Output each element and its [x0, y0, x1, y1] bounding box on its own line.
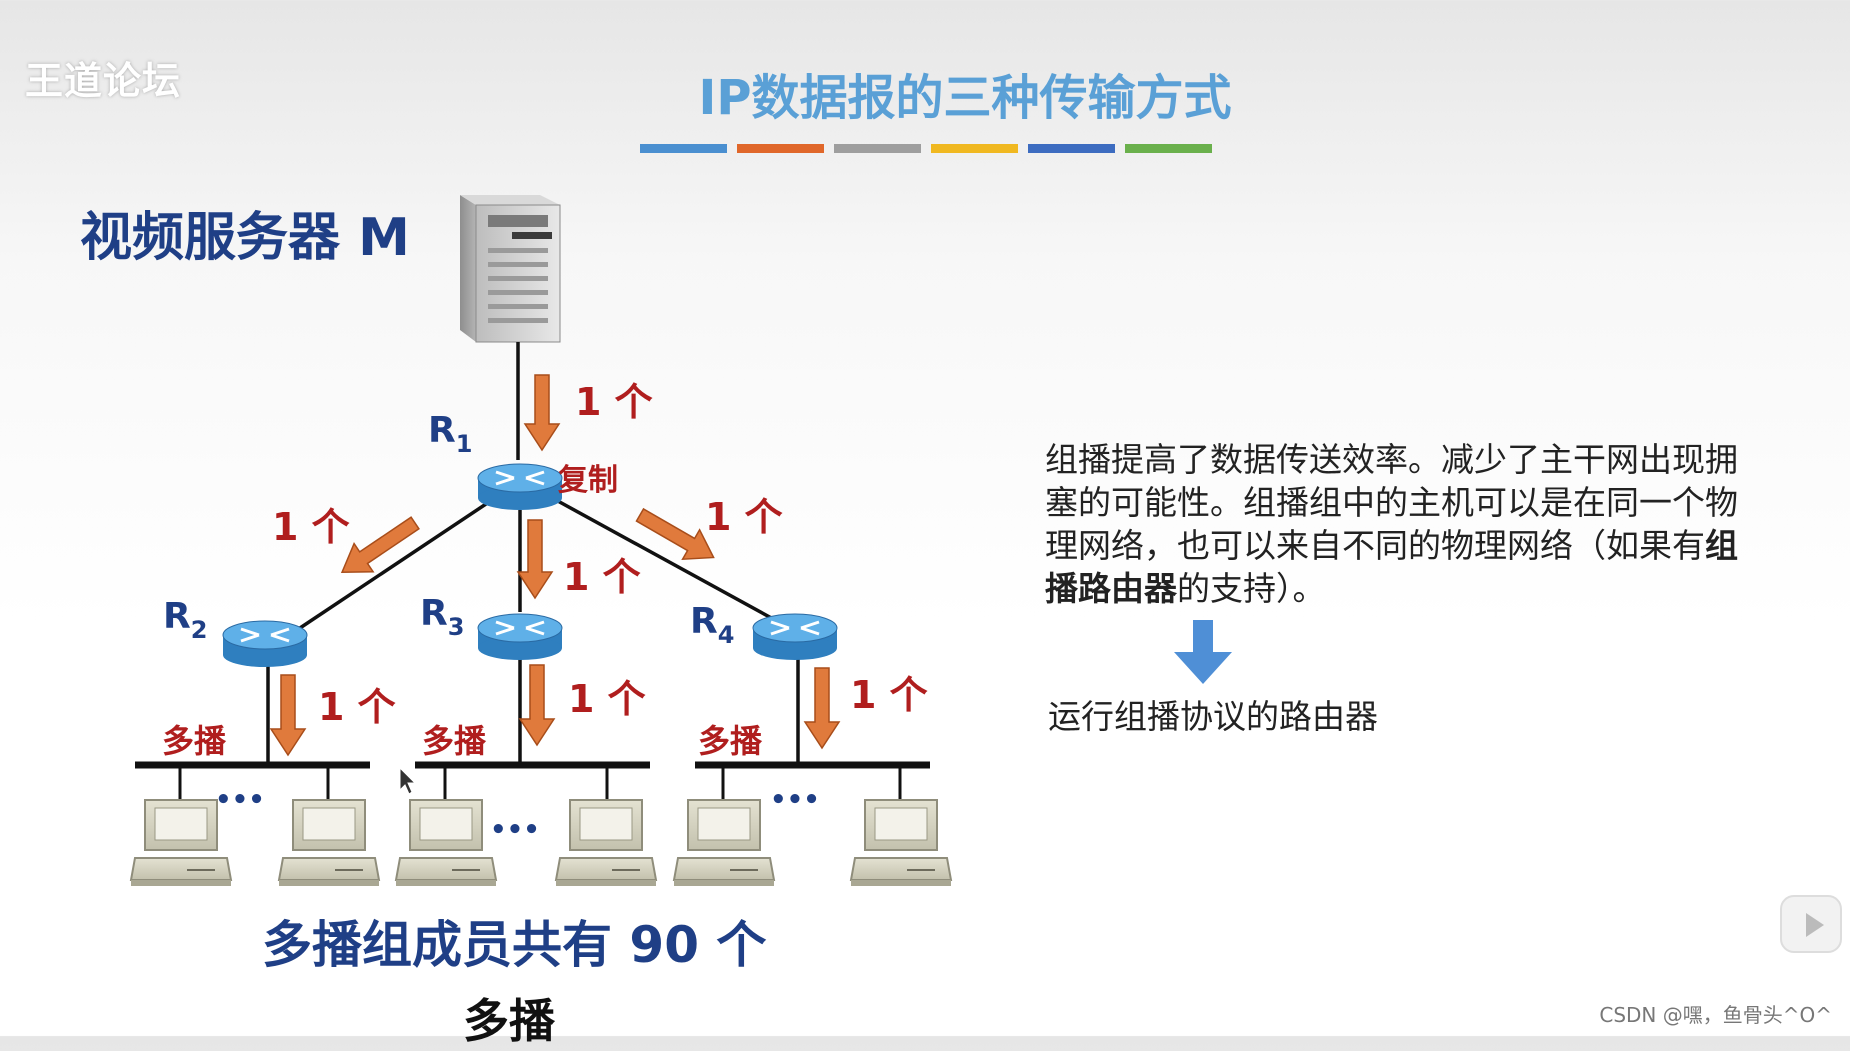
- count-label: 1 个: [850, 673, 928, 717]
- down-arrow-icon: [1174, 620, 1232, 684]
- ellipsis-dots: •••: [215, 785, 265, 815]
- multicast-label: 多播: [422, 722, 487, 760]
- arrow-icon: [635, 507, 715, 561]
- lan-segments: ••• ••• •••: [129, 761, 953, 886]
- server-label: 视频服务器 M: [80, 208, 410, 268]
- color-bar-segment: [1125, 144, 1212, 153]
- server-icon: [460, 195, 561, 343]
- router-label: R1: [428, 410, 472, 458]
- watermark: 王道论坛: [25, 59, 182, 103]
- multicast-label: 多播: [162, 722, 227, 760]
- flow-arrows: [269, 374, 841, 757]
- arrow-icon: [803, 667, 841, 750]
- router-protocol-label: 运行组播协议的路由器: [1048, 697, 1378, 736]
- computer-icon: [277, 799, 381, 886]
- routers: [222, 463, 838, 667]
- router-icon: [752, 613, 838, 660]
- subtitle: 多播: [463, 994, 555, 1048]
- ellipsis-dots: •••: [770, 785, 820, 815]
- ellipsis-dots: •••: [490, 815, 540, 845]
- credit-text: CSDN @嘿，鱼骨头^O^: [1599, 1003, 1832, 1027]
- router-icon: [222, 620, 308, 667]
- color-bar-segment: [737, 144, 824, 153]
- router-icon: [477, 613, 563, 660]
- computer-icon: [554, 799, 658, 886]
- router-label: R4: [690, 601, 734, 649]
- slide-title: IP数据报的三种传输方式: [698, 70, 1232, 126]
- arrow-icon: [269, 674, 307, 757]
- color-bar-segment: [640, 144, 727, 153]
- count-label: 1 个: [568, 677, 646, 721]
- network-links: [266, 342, 800, 762]
- arrow-icon: [340, 516, 420, 573]
- count-label: 1 个: [563, 555, 641, 599]
- group-members-label: 多播组成员共有 90 个: [262, 916, 767, 974]
- multicast-label: 多播: [698, 722, 763, 760]
- router-icon: [477, 463, 563, 510]
- computer-icon: [672, 799, 776, 886]
- color-bar-segment: [834, 144, 921, 153]
- arrow-icon: [523, 374, 561, 452]
- color-bar-segment: [931, 144, 1018, 153]
- multicast-description: 组播提高了数据传送效率。减少了主干网出现拥塞的可能性。组播组中的主机可以是在同一…: [1045, 440, 1738, 608]
- count-label: 1 个: [575, 380, 653, 424]
- play-button[interactable]: [1780, 895, 1842, 953]
- computer-icon: [849, 799, 953, 886]
- count-label: 1 个: [318, 685, 396, 729]
- color-bar-segment: [1028, 144, 1115, 153]
- mouse-cursor-icon: [399, 766, 417, 795]
- computer-icon: [394, 799, 498, 886]
- computer-icon: [129, 799, 233, 886]
- router-label: R2: [163, 596, 207, 644]
- count-label: 1 个: [272, 505, 350, 549]
- copy-label: 复制: [558, 463, 618, 498]
- count-label: 1 个: [705, 495, 783, 539]
- arrow-icon: [518, 664, 556, 747]
- router-label: R3: [420, 593, 464, 641]
- arrow-icon: [516, 519, 554, 600]
